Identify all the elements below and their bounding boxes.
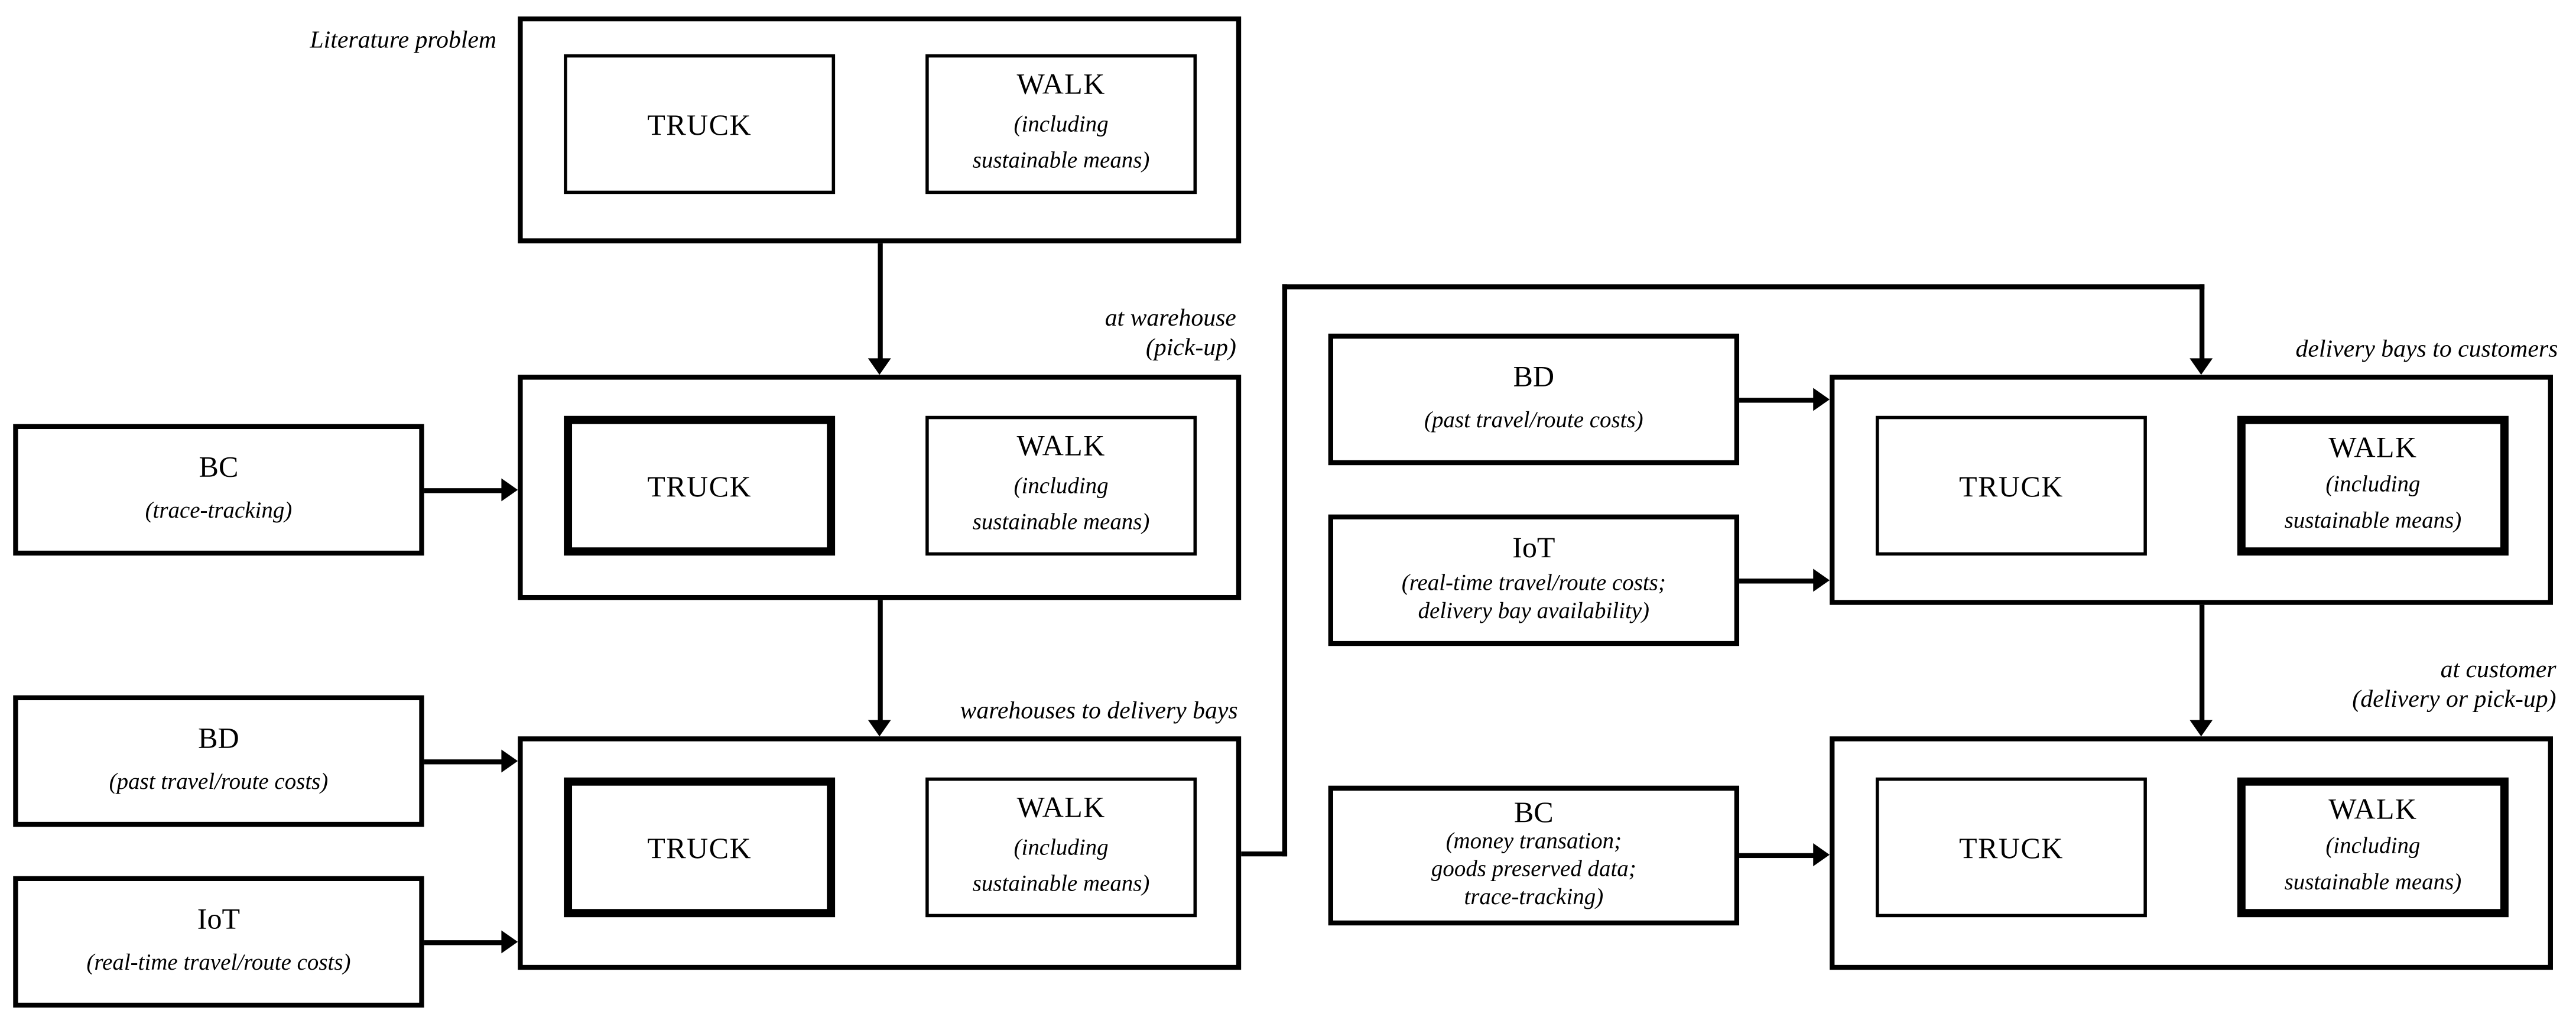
truck-label-at-customer: TRUCK [1959, 831, 2064, 864]
bc-title: BC [1513, 795, 1554, 829]
iot-sub-line2: delivery bay availability) [1418, 600, 1650, 625]
walk-sub-line2: sustainable means) [2284, 870, 2462, 896]
arrow-bc-mid-line [1739, 852, 1815, 857]
label-delivery-bays-to-customers: delivery bays to customers [2295, 337, 2558, 363]
label-literature-problem: Literature problem [310, 28, 497, 54]
arrow-iot-mid-head [1813, 568, 1830, 592]
truck-box-at-customer: TRUCK [1875, 777, 2147, 918]
arrow-literature-to-warehouse-head [868, 358, 891, 375]
walk-box-warehouses-to-bays: WALK (including sustainable means) [925, 777, 1197, 918]
bc-sub: (trace-tracking) [145, 500, 293, 525]
iot-sub-line1: (real-time travel/route costs; [1401, 572, 1666, 597]
arrow-literature-to-warehouse-line [877, 243, 882, 360]
walk-label-warehouses-to-bays: WALK [1016, 789, 1106, 823]
truck-label-bays-to-customers: TRUCK [1959, 469, 2064, 502]
truck-box-at-warehouse: TRUCK [564, 415, 836, 556]
bc-sub-line3: trace-tracking) [1464, 886, 1604, 911]
bd-sub: (past travel/route costs) [1424, 410, 1643, 435]
input-box-bc-trace-tracking: BC (trace-tracking) [13, 424, 424, 556]
iot-sub: (real-time travel/route costs) [86, 952, 351, 977]
arrow-iot-to-bays-head [501, 930, 518, 954]
walk-label-at-warehouse: WALK [1016, 428, 1106, 462]
walk-label-at-customer: WALK [2328, 791, 2418, 825]
walk-box-at-warehouse: WALK (including sustainable means) [925, 415, 1197, 556]
walk-sub-line1: (including [2325, 473, 2421, 499]
arrow-iot-to-bays-line [424, 939, 503, 945]
iot-sub: (real-time travel/route costs; delivery b… [1402, 573, 1666, 628]
iot-title: IoT [1512, 531, 1555, 564]
walk-sub-line1: (including [1013, 475, 1109, 500]
input-box-bc-money-transation: BC (money transation;goods preserved dat… [1328, 785, 1740, 926]
bd-sub: (past travel/route costs) [109, 771, 329, 797]
input-box-iot-bay-availability: IoT (real-time travel/route costs; delive… [1328, 514, 1740, 646]
bc-sub-line2: goods preserved data; [1431, 858, 1636, 883]
input-box-bd-past-costs-left: BD (past travel/route costs) [13, 695, 424, 827]
truck-label-at-warehouse: TRUCK [647, 469, 752, 502]
walk-box-at-customer: WALK (including sustainable means) [2237, 777, 2509, 918]
walk-sub-line2: sustainable means) [2284, 509, 2462, 534]
bc-sub-line1: (money transation; [1445, 830, 1622, 856]
arrow-bd-to-bays-head [501, 749, 518, 773]
arrow-bc-to-warehouse-line [424, 487, 503, 493]
bc-sub: (money transation;goods preserved data; t… [1431, 831, 1636, 914]
label-at-customer-line2: (delivery or pick-up) [2352, 687, 2556, 714]
bc-title: BC [199, 450, 239, 483]
connector-bays-across-line [1282, 283, 2205, 289]
truck-label-warehouses-to-bays: TRUCK [647, 831, 752, 864]
walk-sub-at-customer: (including sustainable means) [2285, 830, 2462, 902]
label-at-customer-line1: at customer [2440, 657, 2556, 684]
walk-label-bays-to-customers: WALK [2328, 430, 2418, 463]
arrow-bc-to-warehouse-head [501, 478, 518, 502]
label-at-warehouse-line1: at warehouse [1105, 306, 1236, 332]
walk-sub-line1: (including [2325, 835, 2421, 860]
arrow-bays-to-customer-line [2198, 604, 2204, 722]
walk-sub-at-warehouse: (including sustainable means) [973, 470, 1150, 542]
bd-title: BD [198, 721, 239, 755]
walk-sub-line1: (including [1013, 113, 1109, 138]
arrow-iot-mid-line [1739, 577, 1815, 583]
walk-label-literature: WALK [1016, 66, 1106, 100]
walk-sub-line1: (including [1013, 837, 1109, 862]
walk-sub-line2: sustainable means) [972, 872, 1150, 898]
arrow-bd-to-bays-line [424, 758, 503, 764]
truck-box-literature: TRUCK [564, 54, 836, 194]
label-at-warehouse-line2: (pick-up) [1145, 335, 1236, 362]
arrow-warehouse-to-bays-line [877, 600, 882, 722]
connector-bays-up-line [1282, 283, 1288, 856]
truck-box-warehouses-to-bays: TRUCK [564, 777, 836, 918]
label-warehouses-to-delivery-bays: warehouses to delivery bays [960, 698, 1238, 725]
walk-sub-line2: sustainable means) [972, 511, 1150, 536]
walk-sub-literature: (including sustainable means) [973, 109, 1150, 180]
iot-title: IoT [197, 902, 241, 935]
truck-box-bays-to-customers: TRUCK [1875, 415, 2147, 556]
input-box-bd-past-costs-mid: BD (past travel/route costs) [1328, 333, 1740, 466]
arrow-warehouse-to-bays-head [868, 720, 891, 737]
arrow-bc-mid-head [1813, 843, 1830, 866]
walk-sub-line2: sustainable means) [972, 149, 1150, 174]
arrow-bd-mid-line [1739, 396, 1815, 402]
input-box-iot-realtime-left: IoT (real-time travel/route costs) [13, 876, 424, 1008]
label-at-customer: at customer (delivery or pick-up) [2352, 656, 2556, 715]
walk-box-bays-to-customers: WALK (including sustainable means) [2237, 415, 2509, 556]
walk-sub-bays-to-customers: (including sustainable means) [2285, 469, 2462, 540]
label-at-warehouse: at warehouse (pick-up) [1105, 304, 1236, 363]
arrow-bd-mid-head [1813, 388, 1830, 411]
connector-bays-down-line [2198, 283, 2204, 361]
arrow-bays-to-customers-head [2190, 358, 2213, 375]
truck-label-literature: TRUCK [647, 108, 752, 141]
connector-bays-exit-line [1241, 850, 1288, 856]
walk-box-literature: WALK (including sustainable means) [925, 54, 1197, 194]
arrow-bays-to-customer-head [2190, 720, 2213, 737]
bd-title: BD [1513, 359, 1555, 393]
walk-sub-warehouses-to-bays: (including sustainable means) [973, 832, 1150, 904]
